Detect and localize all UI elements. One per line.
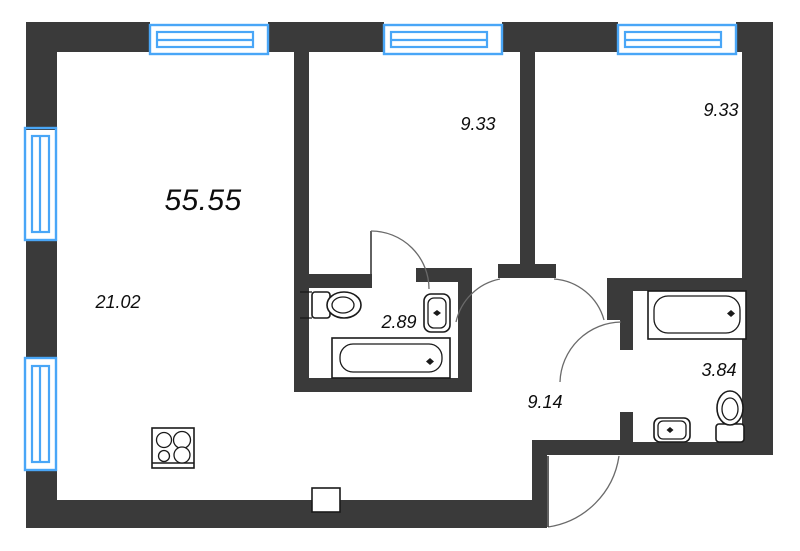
doors-group [370, 230, 622, 528]
wall-hallway-jamb-left [458, 268, 472, 320]
stove-icon [151, 427, 195, 469]
washbasin-right-icon [653, 417, 691, 443]
wall-right-bath-bottom [620, 442, 742, 455]
wall-top-left-corner [26, 22, 150, 130]
door-bedroom-left[interactable] [455, 278, 501, 323]
window-top-3 [616, 23, 738, 56]
wall-bedroom-left-divider [294, 52, 309, 282]
window-left-1 [23, 126, 58, 242]
area-label-total: 55.55 [164, 184, 241, 217]
wall-left-pier-mid [26, 240, 57, 358]
door-entrance[interactable] [547, 455, 620, 528]
wall-left-bath-left [294, 274, 309, 392]
area-label-bathroom-right: 3.84 [701, 360, 736, 380]
bathtub-left-icon [331, 337, 451, 379]
bathtub-right-icon [647, 290, 747, 340]
toilet-left-icon [300, 291, 362, 319]
door-bathroom-right[interactable] [559, 321, 622, 383]
wall-entrance-threshold [532, 440, 620, 500]
window-top-1 [148, 23, 270, 56]
wall-vertical-bedroom-divider [520, 52, 535, 264]
area-label-bedroom-right: 9.33 [703, 100, 738, 120]
area-label-bedroom-left: 9.33 [460, 114, 495, 134]
area-labels-group: 55.55 21.02 9.33 9.33 2.89 3.84 9.14 [94, 100, 738, 412]
washbasin-left-icon [423, 293, 451, 333]
area-label-hallway: 9.14 [527, 392, 562, 412]
walls-group [26, 22, 773, 528]
wall-left-bath-top [294, 274, 372, 288]
wall-top-pier-1 [268, 22, 384, 52]
fixtures-group [151, 290, 747, 513]
area-label-living-kitchen: 21.02 [94, 292, 140, 312]
area-label-bathroom-left: 2.89 [380, 312, 416, 332]
wall-top-pier-2 [502, 22, 618, 52]
wall-right-bath-top [620, 278, 742, 291]
wall-hallway-bath-upper [620, 278, 633, 350]
wall-right-bath-jamb [607, 278, 620, 320]
wall-top-right-corner [736, 22, 773, 455]
wall-bottom-main [26, 500, 532, 528]
toilet-right-icon [715, 390, 745, 443]
door-bedroom-right[interactable] [553, 278, 605, 321]
wall-left-bath-bottom [294, 378, 472, 392]
window-left-2 [23, 356, 58, 472]
window-top-2 [382, 23, 504, 56]
door-bathroom-left[interactable] [370, 230, 430, 290]
counter-unit-icon [311, 487, 341, 513]
windows-group [23, 23, 738, 472]
wall-bedroom-door-header [498, 264, 556, 278]
